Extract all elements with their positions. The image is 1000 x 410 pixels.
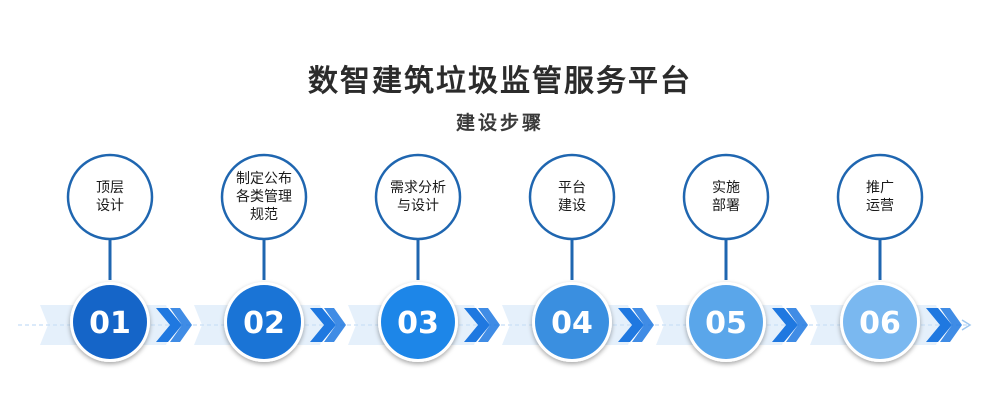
step-chevron-1 — [464, 308, 490, 342]
step-label-line: 平台 — [558, 180, 586, 196]
step-label-03: 需求分析与设计 — [376, 179, 460, 215]
step-number-circle — [843, 285, 917, 359]
step-01: 01 — [40, 153, 192, 362]
step-chevron-2 — [324, 308, 346, 342]
step-label-line: 设计 — [96, 198, 124, 214]
step-number-circle — [227, 285, 301, 359]
step-chevron-1 — [772, 308, 798, 342]
step-chevron-1 — [618, 308, 644, 342]
step-chevron-2 — [786, 308, 808, 342]
step-04: 04 — [502, 153, 654, 362]
step-number-circle — [535, 285, 609, 359]
step-label-line: 推广 — [866, 180, 894, 196]
step-label-line: 运营 — [866, 198, 894, 214]
step-number-circle — [73, 285, 147, 359]
page-title: 数智建筑垃圾监管服务平台 — [308, 64, 692, 99]
step-number: 02 — [243, 306, 285, 341]
step-label-line: 各类管理 — [236, 189, 292, 205]
step-chevron-1 — [926, 308, 952, 342]
step-chevron-1 — [156, 308, 182, 342]
step-chevron-2 — [632, 308, 654, 342]
step-number: 05 — [705, 306, 747, 341]
step-label-line: 实施 — [712, 180, 740, 196]
step-06: 06 — [810, 153, 962, 362]
step-label-05: 实施部署 — [684, 179, 768, 215]
step-label-ring — [528, 153, 616, 241]
step-02: 02 — [194, 153, 346, 362]
step-number: 03 — [397, 306, 439, 341]
step-label-ring — [66, 153, 154, 241]
step-number-circle — [381, 285, 455, 359]
step-chevron-2 — [170, 308, 192, 342]
step-number: 01 — [89, 306, 131, 341]
step-number-circle — [689, 285, 763, 359]
step-label-line: 需求分析 — [390, 180, 446, 196]
step-chevron-1 — [310, 308, 336, 342]
step-label-line: 与设计 — [397, 198, 439, 214]
step-label-line: 顶层 — [96, 180, 124, 196]
step-chevron-2 — [940, 308, 962, 342]
step-05: 05 — [656, 153, 808, 362]
step-03: 03 — [348, 153, 500, 362]
step-number: 06 — [859, 306, 901, 341]
step-label-ring — [836, 153, 924, 241]
step-chevron-2 — [478, 308, 500, 342]
step-label-ring — [682, 153, 770, 241]
step-label-line: 部署 — [712, 198, 740, 214]
step-label-ring — [374, 153, 462, 241]
step-label-06: 推广运营 — [838, 179, 922, 215]
timeline-end-arrow — [961, 319, 972, 331]
step-label-04: 平台建设 — [530, 179, 614, 215]
step-label-01: 顶层设计 — [68, 179, 152, 215]
page-subtitle: 建设步骤 — [455, 112, 544, 134]
step-number: 04 — [551, 306, 593, 341]
step-label-line: 建设 — [558, 198, 586, 214]
step-label-ring — [220, 153, 308, 241]
step-label-line: 制定公布 — [236, 171, 292, 187]
step-label-02: 制定公布各类管理规范 — [222, 170, 306, 224]
step-label-line: 规范 — [250, 207, 278, 223]
